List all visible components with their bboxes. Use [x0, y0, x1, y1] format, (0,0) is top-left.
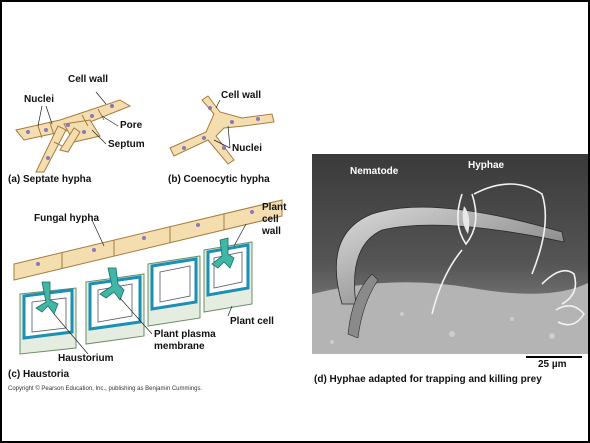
label-nuclei-a: Nuclei	[24, 94, 54, 105]
caption-septate: (a) Septate hypha	[8, 174, 91, 185]
label-plant-cell: Plant cell	[230, 316, 274, 327]
label-plant-cell-wall-2: cell	[262, 214, 279, 225]
label-plant-cell-wall-3: wall	[262, 226, 281, 237]
label-hyphae: Hyphae	[468, 160, 504, 171]
label-plant-cell-wall-1: Plant	[262, 202, 286, 213]
scale-bar-label: 25 µm	[538, 359, 567, 370]
label-plant-plasma-membrane-1: Plant plasma	[154, 329, 216, 340]
label-fungal-hypha: Fungal hypha	[34, 213, 99, 224]
nematode-micrograph: Nematode Hyphae	[312, 154, 590, 354]
caption-hyphae-trapping: (d) Hyphae adapted for trapping and kill…	[314, 374, 542, 385]
scale-bar	[526, 356, 582, 358]
label-pore: Pore	[120, 120, 142, 131]
copyright-text: Copyright © Pearson Education, Inc., pub…	[8, 386, 202, 392]
caption-haustoria: (c) Haustoria	[8, 369, 69, 380]
label-cell-wall-b: Cell wall	[221, 90, 261, 101]
label-haustorium: Haustorium	[58, 353, 114, 364]
label-cell-wall-a: Cell wall	[68, 74, 108, 85]
label-nuclei-b: Nuclei	[232, 143, 262, 154]
label-septum: Septum	[108, 139, 145, 150]
caption-coenocytic: (b) Coenocytic hypha	[168, 174, 270, 185]
septate-hypha-drawing	[16, 100, 130, 172]
label-plant-plasma-membrane-2: membrane	[154, 341, 205, 352]
label-nematode: Nematode	[350, 166, 398, 177]
